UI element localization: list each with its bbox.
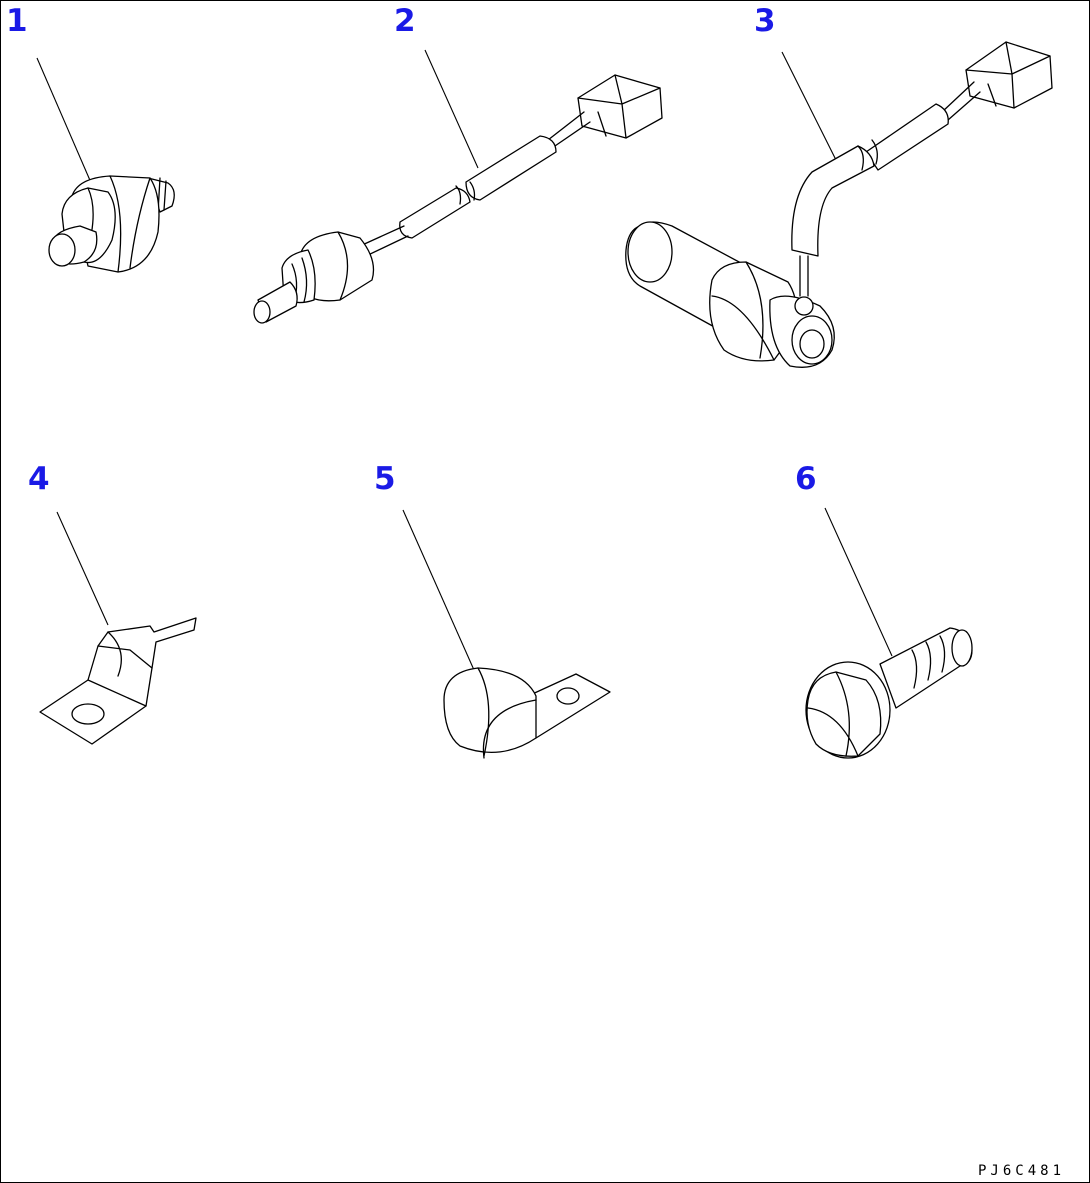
callout-6: 6 [795, 461, 817, 497]
part-1-pressure-switch [36, 57, 175, 273]
part-3-speed-sensor [625, 41, 1053, 368]
callout-2: 2 [394, 3, 416, 39]
part-4-bracket [39, 511, 197, 745]
part-5-clamp [402, 509, 611, 759]
callout-3: 3 [754, 3, 776, 39]
callout-1: 1 [6, 3, 28, 39]
part-2-temperature-sensor [253, 49, 663, 324]
callout-5: 5 [374, 461, 396, 497]
drawing-code: PJ6C481 [978, 1163, 1065, 1179]
callout-4: 4 [28, 461, 50, 497]
part-6-flange-bolt [805, 507, 973, 759]
